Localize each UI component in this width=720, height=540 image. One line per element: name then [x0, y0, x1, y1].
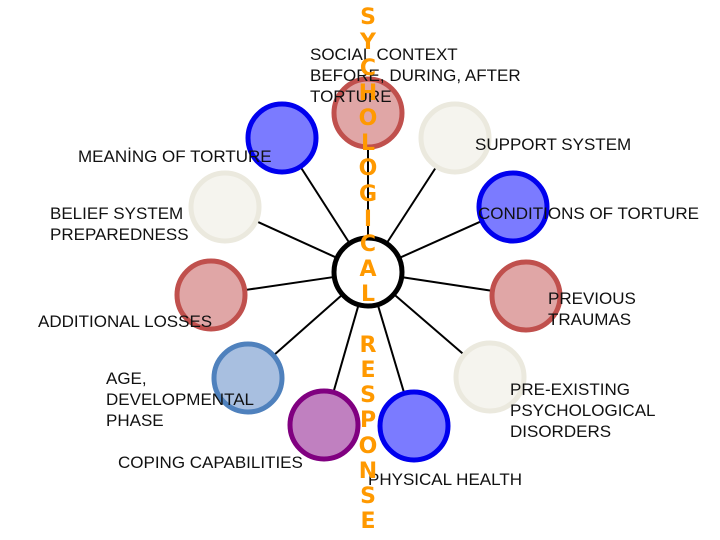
node-circle-conditions-of-torture [476, 170, 550, 244]
node-label-coping-capabilities: COPING CAPABILITIES [118, 453, 303, 472]
vertical-title-letter: C [359, 232, 377, 258]
node-label-meaning-of-torture: MEANİNG OF TORTURE [78, 147, 272, 166]
vertical-title-letter: E [360, 509, 376, 535]
vertical-title-letter: H [358, 80, 378, 106]
connector-meaning-of-torture [299, 166, 351, 244]
node-circle-meaning-of-torture [245, 101, 319, 175]
node-circle-physical-health [377, 389, 451, 463]
vertical-title-letter: L [360, 282, 376, 308]
hub-circle [331, 235, 405, 309]
connector-additional-losses [244, 275, 335, 292]
vertical-title-letter: A [359, 257, 377, 283]
node-circle-age-developmental-phase [211, 341, 285, 415]
node-circle-social-context [331, 76, 405, 150]
node-circle-previous-traumas [489, 259, 563, 333]
node-label-social-context: SOCIAL CONTEXT BEFORE, DURING, AFTER TOR… [310, 45, 521, 106]
node-label-additional-losses: ADDITIONAL LOSSES [38, 312, 213, 331]
node-label-conditions-of-torture: CONDITIONS OF TORTURE [478, 204, 700, 223]
vertical-title-letter: Y [360, 30, 376, 56]
vertical-title-letter: S [360, 383, 376, 409]
node-label-belief-system: BELIEF SYSTEM PREPAREDNESS [50, 204, 189, 244]
node-label-physical-health: PHYSICAL HEALTH [368, 470, 522, 489]
connector-conditions-of-torture [398, 219, 483, 260]
node-circle-additional-losses [174, 258, 248, 332]
vertical-title-letter: R [359, 332, 377, 358]
connector-coping-capabilities [332, 304, 360, 393]
connector-belief-system [255, 220, 338, 259]
vertical-title-letter: E [360, 358, 376, 384]
vertical-title-letter: O [358, 156, 378, 182]
node-circle-belief-system [188, 170, 262, 244]
vertical-title-letter: O [358, 433, 378, 459]
connector-previous-traumas [401, 276, 493, 292]
vertical-title-letter: S [360, 484, 376, 510]
connector-physical-health [376, 304, 406, 394]
node-circle-pre-existing-disorders [453, 340, 527, 414]
vertical-title-letter [356, 308, 380, 333]
vertical-title-letter: P [356, 0, 380, 5]
vertical-title-letter: O [358, 106, 378, 132]
vertical-title-letter: L [360, 131, 376, 157]
node-circle-coping-capabilities [287, 388, 361, 462]
connector-pre-existing-disorders [393, 293, 465, 356]
vertical-title-letter: N [358, 458, 378, 484]
vertical-title-letter: P [359, 408, 377, 434]
node-label-previous-traumas: PREVIOUS TRAUMAS [548, 289, 636, 329]
connector-age-developmental-phase [272, 293, 344, 357]
node-circle-support-system [418, 101, 492, 175]
vertical-title-letter: I [363, 206, 373, 232]
vertical-title-letter: C [359, 55, 377, 81]
vertical-title-letter: S [360, 5, 376, 31]
node-label-pre-existing-disorders: PRE-EXISTING PSYCHOLOGICAL DISORDERS [510, 380, 656, 441]
vertical-title-letter: G [358, 181, 378, 207]
node-label-age-developmental-phase: AGE, DEVELOPMENTAL PHASE [106, 369, 255, 430]
connector-support-system [385, 165, 438, 245]
node-label-support-system: SUPPORT SYSTEM [475, 135, 632, 154]
